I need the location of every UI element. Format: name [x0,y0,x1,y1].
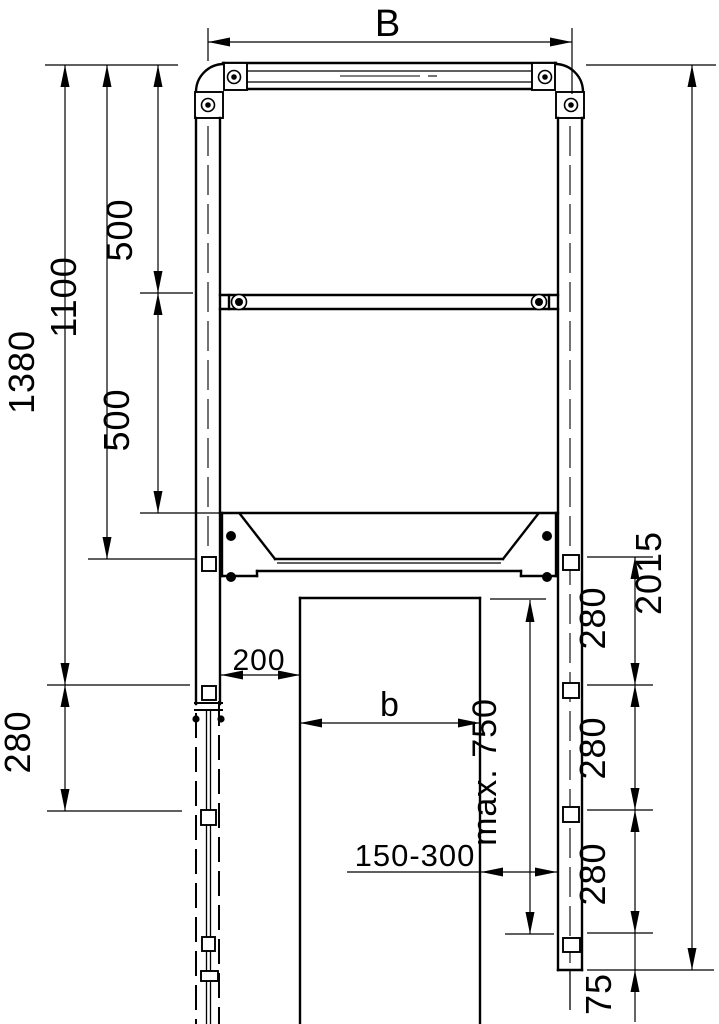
dim-label-wall-width: b [380,686,400,724]
chimney-wall [298,596,482,1024]
rail-clamp [562,554,580,571]
dim-280-chain-right: 280 280 280 75 [572,557,640,1022]
rail-clamp [201,685,217,701]
bolt-icon [226,531,236,541]
dim-label-right-clamp-spacing-2: 280 [572,716,613,779]
dim-wall-to-rail: 150-300 [347,838,558,877]
dim-200: 200 [221,644,300,680]
splice-sleeve [200,970,219,982]
dim-label-left-clamp-spacing: 280 [0,710,38,773]
dim-500-500: 500 500 [96,65,163,513]
knee-rail [218,293,560,311]
rail-clamp [201,936,216,952]
top-rail [221,61,558,91]
rail-clamp [201,556,217,572]
dim-label-max-depth: max. 750 [466,698,504,846]
bolt-icon [542,572,552,582]
left-post [192,116,225,723]
dim-label-rail-to-first-clamp: 1380 [1,330,42,414]
rail-clamp [200,809,217,826]
rail-clamp [562,937,581,953]
dim-label-post-to-wall: 200 [232,644,285,677]
rail-clamp [562,682,580,699]
right-corner-fitting [531,61,585,120]
dim-max-750: max. 750 [466,600,535,934]
platform [218,511,560,582]
dim-label-rail-end-offset: 75 [578,973,619,1015]
dim-label-overall-width: B [375,3,401,45]
bolt-icon [542,531,552,541]
dim-wall-width: b [300,686,480,728]
dim-label-right-clamp-spacing-3: 280 [572,842,613,905]
dim-label-right-clamp-spacing-1: 280 [572,586,613,649]
dim-label-knee-to-platform: 500 [96,388,137,451]
dim-label-upper-rail-gap: 500 [99,198,140,261]
dim-1100: 1100 [43,65,112,559]
dim-1380-280-left: 1380 280 [0,65,70,811]
left-corner-fitting [194,61,248,120]
dim-label-wall-to-rail: 150-300 [355,838,476,873]
ladder-hidden [195,701,220,1024]
dim-overall-width: B [208,3,572,47]
right-rail [556,116,584,1010]
rail-clamp [562,806,580,823]
dim-2015: 2015 [628,65,697,970]
bolt-icon [226,572,236,582]
extension-lines [45,28,716,971]
dim-label-rail-to-platform: 1100 [43,256,84,337]
